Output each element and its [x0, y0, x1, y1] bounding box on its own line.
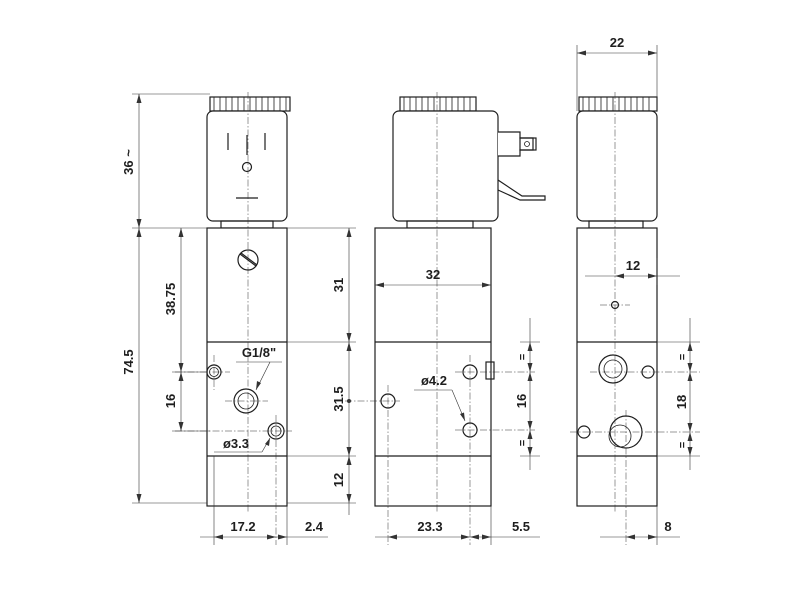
side-coil-housing: [392, 110, 499, 222]
rear-port-upper: [598, 354, 628, 384]
dim-rear-top: 22: [610, 35, 624, 50]
hole-label-side: ø4.2: [421, 373, 447, 388]
side-view-dimensions: 31 31.5 12 32 = 16 = ø4.2 23.3 5.5: [287, 227, 540, 545]
connector-tab: [519, 137, 537, 151]
front-view-dimensions: 36 ~ 74.5 38.75 16 17.2 2.4 G1/8" ø3.3: [121, 93, 328, 545]
side-knurled-knob: [399, 96, 477, 112]
dim-port-spacing: 16: [163, 394, 178, 408]
dim-side-bottom-right: 5.5: [512, 519, 530, 534]
dim-side-lower: 12: [331, 473, 346, 487]
dim-front-offset: 2.4: [305, 519, 324, 534]
coil-housing: [206, 110, 288, 222]
rear-view: [570, 92, 700, 545]
dim-side-bottom-left: 23.3: [417, 519, 442, 534]
dim-rear-inner: 12: [626, 258, 640, 273]
rear-valve-body: [576, 227, 658, 507]
hole-label-front: ø3.3: [223, 436, 249, 451]
dim-side-width: 32: [426, 267, 440, 282]
dim-rear-bottom: 8: [664, 519, 671, 534]
dim-side-spacing: 16: [514, 394, 529, 408]
side-equal-mark-top: =: [517, 354, 529, 360]
coil-terminal-hole: [241, 161, 253, 173]
dim-front-width: 17.2: [230, 519, 255, 534]
dim-total-height: 74.5: [121, 349, 136, 374]
dim-coil-height: 36 ~: [121, 149, 136, 175]
thread-label: G1/8": [242, 345, 276, 360]
side-equal-mark-bottom: =: [517, 440, 529, 446]
rear-coil-housing: [576, 110, 658, 222]
rear-view-dimensions: 22 12 = 18 = 8: [576, 35, 700, 545]
front-valve-body: [206, 227, 288, 507]
rear-knurled-knob: [578, 96, 658, 112]
dim-port-height: 38.75: [163, 283, 178, 316]
dim-side-upper: 31: [331, 278, 346, 292]
dim-side-middle: 31.5: [331, 386, 346, 411]
front-view: [175, 92, 292, 545]
side-view: [345, 92, 546, 545]
rear-equal-mark-top: =: [677, 354, 689, 360]
rear-equal-mark-bottom: =: [677, 442, 689, 448]
dim-rear-spacing: 18: [674, 395, 689, 409]
side-valve-body: [374, 227, 492, 507]
rear-left-hole: [577, 425, 591, 439]
